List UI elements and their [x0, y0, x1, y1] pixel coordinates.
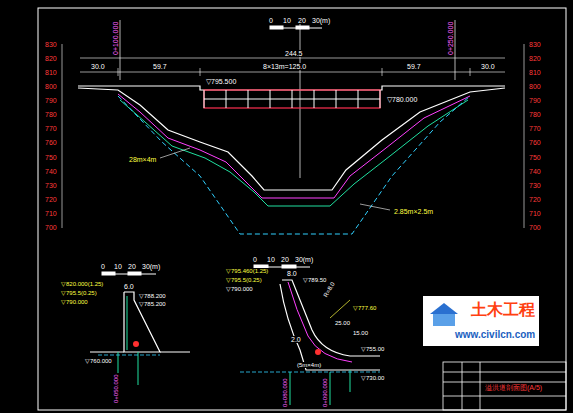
drawing-label: ▽755.00	[360, 346, 385, 352]
drawing-label: ▽730.00	[360, 375, 385, 381]
drawing-label: 15.00	[352, 330, 369, 336]
drawing-label: 830	[528, 41, 542, 48]
gate-pier	[226, 90, 227, 108]
drawing-label: 730	[528, 182, 542, 189]
drawing-label: 244.5	[284, 50, 304, 57]
drawing-label: ▽777.60	[352, 305, 377, 311]
drawing-label: 6.0	[123, 283, 135, 290]
gate-pier	[270, 90, 271, 108]
drawing-label: ▽785.200	[138, 301, 167, 307]
drawing-label: 0+080.000	[282, 377, 288, 408]
drawing-label: R=8.0	[322, 280, 336, 299]
drawing-label: 710	[528, 210, 542, 217]
drawing-label: 2.85m×2.5m	[393, 208, 434, 215]
drawing-label: 0+090.000	[322, 377, 328, 408]
drawing-label: 30(m)	[294, 256, 314, 263]
drawing-label: 0	[268, 17, 274, 24]
drawing-label: 730	[44, 182, 58, 189]
drawing-label: 20	[297, 17, 307, 24]
drawing-label: 30.0	[90, 63, 106, 70]
drawing-label: 740	[44, 168, 58, 175]
drawing-label: 830	[44, 41, 58, 48]
drawing-label: 59.7	[152, 63, 168, 70]
drawing-label: 8.0	[286, 270, 298, 277]
drawing-label: 土木工程	[470, 302, 536, 318]
drawing-label: ▽780.000	[386, 96, 418, 103]
gate-pier	[292, 90, 293, 108]
drawing-label: 780	[528, 111, 542, 118]
drawing-label: ▽795.5(0.25)	[225, 277, 263, 283]
drawing-label: 30(m)	[141, 263, 161, 270]
drawing-label: 780	[44, 111, 58, 118]
drawing-label: 740	[528, 168, 542, 175]
drawing-label: ▽790.000	[225, 286, 254, 292]
drawing-label: 8×13m=125.0	[262, 63, 307, 70]
gate-pier	[358, 90, 359, 108]
drawing-label: 810	[528, 69, 542, 76]
gate-pier	[314, 90, 315, 108]
drawing-label: 760	[44, 139, 58, 146]
drawing-label: 0	[252, 256, 258, 263]
drawing-label: 760	[528, 139, 542, 146]
drawing-label: (5m×4m)	[296, 362, 322, 368]
drawing-label: 800	[528, 83, 542, 90]
drawing-label: 0+100.000	[112, 21, 119, 56]
drawing-label: 0	[100, 263, 106, 270]
drawing-label: 25.00	[334, 320, 351, 326]
gate-pier	[204, 90, 205, 108]
drawing-label: ▽795.5(0.25)	[60, 290, 98, 296]
drawing-label: 20	[280, 256, 290, 263]
drawing-label: 2.0	[290, 336, 302, 343]
drawing-label: ▽790.000	[60, 299, 89, 305]
drawing-label: 800	[44, 83, 58, 90]
drawing-label: 28m×4m	[128, 156, 157, 163]
drawing-label: 710	[44, 210, 58, 217]
drawing-label: 0+050.000	[113, 373, 119, 404]
drawing-label: 700	[528, 224, 542, 231]
drawing-label: 790	[44, 97, 58, 104]
drawing-label: 30.0	[480, 63, 496, 70]
drawing-label: 720	[528, 196, 542, 203]
drawing-label: 750	[528, 154, 542, 161]
gate-pier	[248, 90, 249, 108]
drawing-label: 10	[282, 17, 292, 24]
drawing-label: 720	[44, 196, 58, 203]
drawing-label: 10	[113, 263, 123, 270]
drawing-label: 750	[44, 154, 58, 161]
drawing-label: 770	[44, 125, 58, 132]
drawing-label: 59.7	[406, 63, 422, 70]
drawing-label: 700	[44, 224, 58, 231]
drawing-label: 820	[528, 55, 542, 62]
gate-pier	[336, 90, 337, 108]
drawing-label: ▽760.000	[84, 358, 113, 364]
drawing-label: 790	[528, 97, 542, 104]
drawing-label: ▽789.50	[302, 277, 327, 283]
gate-pier	[380, 90, 381, 108]
drawing-label: ▽795.460(1.25)	[225, 268, 269, 274]
drawing-label: 770	[528, 125, 542, 132]
drawing-label: 溢洪道剖面图(A/5)	[484, 384, 543, 391]
drawing-label: 810	[44, 69, 58, 76]
drawing-label: www.civilcn.com	[454, 330, 536, 340]
drawing-label: ▽795.500	[205, 78, 237, 85]
drawing-label: 10	[266, 256, 276, 263]
drawing-label: 30(m)	[311, 17, 331, 24]
drawing-label: ▽820.000(1.25)	[60, 281, 104, 287]
drawing-label: ▽788.200	[138, 293, 167, 299]
drawing-label: 0+250.000	[447, 21, 454, 56]
drawing-label: 20	[127, 263, 137, 270]
drawing-label: 820	[44, 55, 58, 62]
